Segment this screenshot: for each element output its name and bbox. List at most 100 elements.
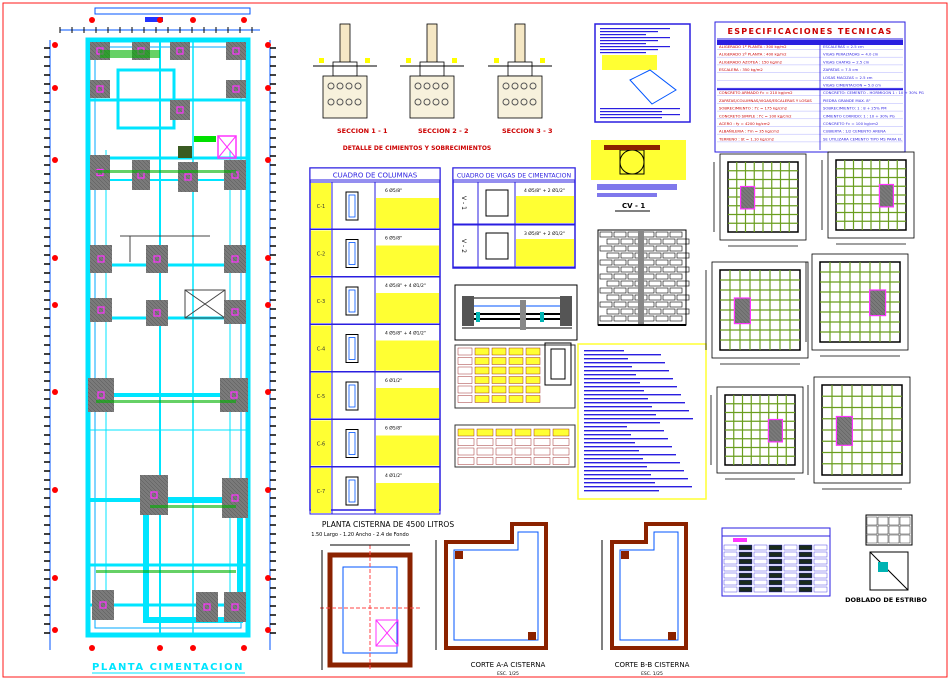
hatch-line	[223, 315, 233, 325]
section-stone	[327, 98, 335, 106]
column-stirrup	[348, 337, 356, 360]
schedule-cell	[514, 447, 532, 456]
hatch-line	[869, 295, 886, 312]
hatch-line	[223, 169, 245, 191]
column	[153, 255, 161, 263]
table-cell	[813, 551, 828, 558]
note-line	[584, 370, 669, 372]
schedule-cell	[476, 457, 494, 465]
section-stone	[423, 98, 431, 106]
hatch-line	[87, 407, 93, 413]
cistern-cut-a: CORTE A-A CISTERNA ESC. 1/25	[435, 522, 548, 677]
hatch-line	[153, 244, 169, 260]
hatch-line	[91, 611, 101, 621]
hatch-line	[223, 613, 233, 623]
table-cell	[723, 565, 738, 572]
hatch-line	[233, 159, 247, 173]
column-note-cell	[376, 435, 439, 466]
note-line	[584, 426, 627, 428]
hatch-line	[768, 433, 777, 443]
hatch-line	[139, 474, 169, 504]
note-line	[584, 406, 652, 408]
spec-right: VIGAS CHATAS = 2.5 cm	[823, 59, 870, 64]
hatch-line	[839, 416, 853, 430]
schedule-cell	[525, 385, 541, 394]
hatch-line	[89, 173, 107, 191]
spec-right: VIGAS CIMENTACION = 5.0 cm	[823, 83, 881, 88]
brick	[613, 259, 627, 266]
hatch-line	[169, 115, 175, 121]
hatch-line	[145, 252, 167, 274]
column	[96, 85, 104, 93]
note-line	[600, 40, 658, 42]
hatch-line	[105, 297, 113, 305]
schedule-cell	[476, 438, 494, 446]
hatch-line	[229, 591, 247, 609]
hatch-line	[87, 399, 101, 413]
hatch-line	[195, 601, 217, 623]
brick	[613, 315, 627, 322]
hatch-line	[740, 297, 751, 308]
spec-right: CONCRETO: CEMENTO - HORMIGON 1 : 10 + 30…	[823, 90, 924, 95]
hatch-line	[89, 169, 111, 191]
stirrup-detail: DOBLADO DE ESTRIBO	[845, 514, 927, 604]
schedule-cell	[514, 457, 532, 465]
hatch-line	[89, 256, 107, 274]
table-cell	[768, 544, 783, 551]
axis-bubble	[52, 487, 58, 493]
hatch-line	[139, 502, 153, 516]
schedule-cell	[457, 395, 473, 403]
column-note-cell	[376, 198, 439, 228]
footing-hatch	[879, 184, 894, 207]
hatch-line	[223, 256, 241, 274]
axis-bubble	[52, 157, 58, 163]
hatch-line	[243, 244, 247, 248]
note-line	[584, 478, 688, 480]
brick	[655, 287, 669, 294]
hatch-line	[89, 260, 103, 274]
note-line	[584, 462, 680, 464]
footing-column	[878, 183, 895, 208]
stirrup-cell	[888, 534, 900, 544]
hatch-line	[159, 474, 169, 484]
column-code: C-2	[317, 252, 325, 258]
hatch-line	[241, 591, 247, 597]
hatch-line	[97, 244, 113, 260]
schedule-cell	[491, 366, 507, 375]
schedule-cell	[508, 357, 524, 365]
section-stone	[327, 82, 335, 90]
hatch-line	[89, 157, 111, 179]
footing-edge	[96, 400, 236, 403]
beam-code: V - 1	[460, 196, 467, 210]
note-line	[584, 382, 640, 384]
hatch-line	[195, 593, 219, 617]
table-cell	[723, 572, 738, 579]
section-stone	[511, 82, 519, 90]
column-code: C-7	[317, 489, 325, 495]
hatch-line	[93, 244, 113, 264]
axis-bubble	[89, 17, 95, 23]
schedule-cell	[491, 347, 507, 356]
hatch-line	[225, 377, 249, 401]
hatch-line	[89, 301, 111, 323]
column-stirrup	[348, 384, 356, 408]
table-cell	[798, 572, 813, 579]
schedule-cell	[514, 438, 532, 446]
column-code: C-4	[317, 347, 325, 353]
hatch-line	[769, 419, 783, 433]
table-cell	[783, 586, 798, 593]
hatch-line	[145, 260, 159, 274]
brick	[599, 287, 613, 294]
hatch-line	[223, 268, 229, 274]
hatch-line	[223, 601, 245, 623]
brick-wall-detail	[597, 229, 690, 326]
brick	[662, 238, 676, 245]
hatch-line	[773, 419, 783, 429]
brick	[662, 280, 676, 287]
schedule-cell	[508, 366, 524, 375]
table-cell	[738, 579, 753, 586]
hatch-line	[223, 264, 233, 274]
hatch-line	[169, 55, 175, 61]
